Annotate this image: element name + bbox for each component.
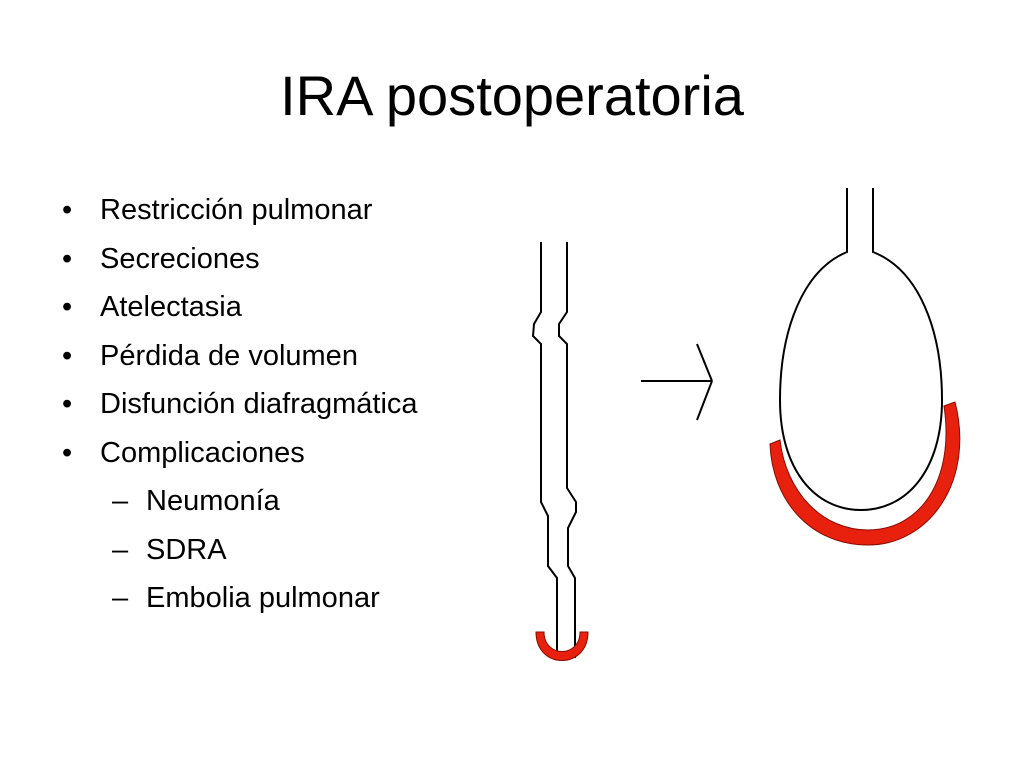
list-item-text: Restricción pulmonar <box>100 194 373 226</box>
list-item-text: Neumonía <box>146 485 280 517</box>
expanded-airway-stem <box>778 188 944 512</box>
dash-marker: – <box>112 485 129 517</box>
list-item: • Complicaciones <box>60 429 500 478</box>
list-item-text: Atelectasia <box>100 291 242 323</box>
dash-marker: – <box>112 582 129 614</box>
list-item: • Pérdida de volumen <box>60 332 500 381</box>
bullet-marker: • <box>62 339 73 372</box>
bullet-list: • Restricción pulmonar • Secreciones • A… <box>60 186 500 623</box>
list-item: • Atelectasia <box>60 283 500 332</box>
collapsed-alveolus-icon <box>531 242 577 658</box>
list-item-text: Complicaciones <box>100 436 305 469</box>
list-item-text: Pérdida de volumen <box>100 339 358 372</box>
arrow-right-icon <box>641 343 713 421</box>
bullet-marker: • <box>62 291 73 323</box>
expanded-alveolus-icon <box>778 188 944 512</box>
list-item: • Restricción pulmonar <box>60 186 500 235</box>
bullet-marker: • <box>62 436 73 469</box>
list-item: • Disfunción diafragmática <box>60 380 500 429</box>
list-item-text: Secreciones <box>100 242 260 275</box>
list-item-text: Disfunción diafragmática <box>100 388 418 420</box>
sub-list-item: – Neumonía <box>60 477 500 526</box>
expanded-alveolus-red-crescent <box>769 401 961 546</box>
bullet-marker: • <box>62 242 73 275</box>
list-item-text: Embolia pulmonar <box>146 582 380 614</box>
list-item-text: SDRA <box>146 533 227 566</box>
slide-title: IRA postoperatoria <box>280 64 744 127</box>
collapsed-airway-left-wall <box>531 242 558 658</box>
bullet-marker: • <box>62 388 73 420</box>
sub-list-item: – Embolia pulmonar <box>60 574 500 623</box>
collapsed-airway-right-wall <box>558 242 577 658</box>
bullet-marker: • <box>62 194 73 226</box>
list-item: • Secreciones <box>60 235 500 284</box>
sub-list-item: – SDRA <box>60 526 500 575</box>
collapsed-alveolus-red-base <box>535 631 589 661</box>
dash-marker: – <box>112 533 129 566</box>
